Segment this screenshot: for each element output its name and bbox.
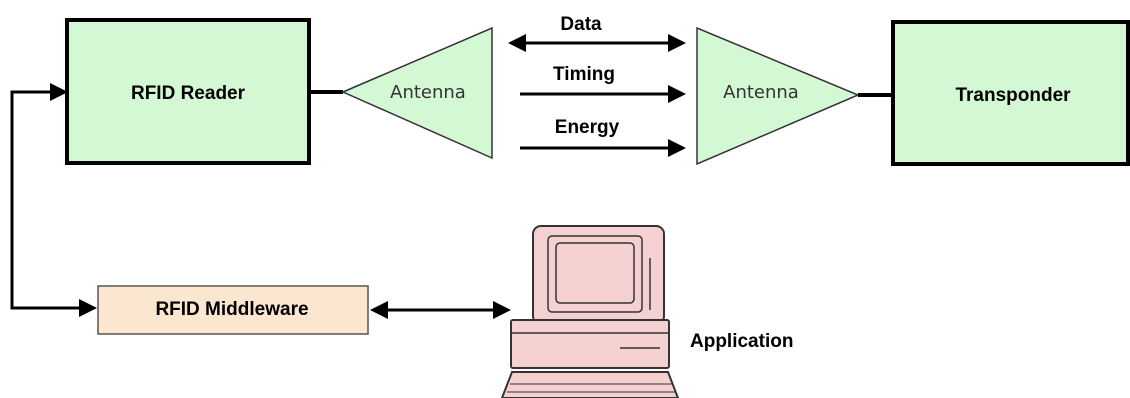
left-antenna-label: Antenna xyxy=(390,82,466,103)
transponder-label: Transponder xyxy=(955,85,1071,106)
signal-data-label: Data xyxy=(560,14,602,35)
transponder-box xyxy=(891,20,1130,166)
rfid-middleware-label: RFID Middleware xyxy=(155,299,308,320)
rfid-reader-label: RFID Reader xyxy=(131,83,246,104)
signal-timing: Timing xyxy=(520,64,686,103)
transponder-node: Transponder xyxy=(891,20,1130,166)
left-antenna-node: Antenna xyxy=(341,26,493,160)
rfid-reader-node: RFID Reader xyxy=(65,18,311,165)
right-antenna-triangle xyxy=(696,26,860,166)
signal-timing-label: Timing xyxy=(553,64,615,85)
signal-data: Data xyxy=(508,14,686,52)
left-antenna-triangle xyxy=(341,26,493,160)
right-antenna-node: Antenna xyxy=(696,26,860,166)
reader-middleware-connector xyxy=(10,83,97,317)
rfid-middleware-node: RFID Middleware xyxy=(97,285,369,335)
rfid-middleware-box xyxy=(97,285,369,335)
signal-energy-label: Energy xyxy=(555,117,620,138)
right-antenna-label: Antenna xyxy=(723,82,799,103)
signal-energy: Energy xyxy=(520,117,686,157)
rfid-reader-box xyxy=(65,18,311,165)
application-label: Application xyxy=(690,331,793,352)
computer-icon xyxy=(500,225,680,398)
